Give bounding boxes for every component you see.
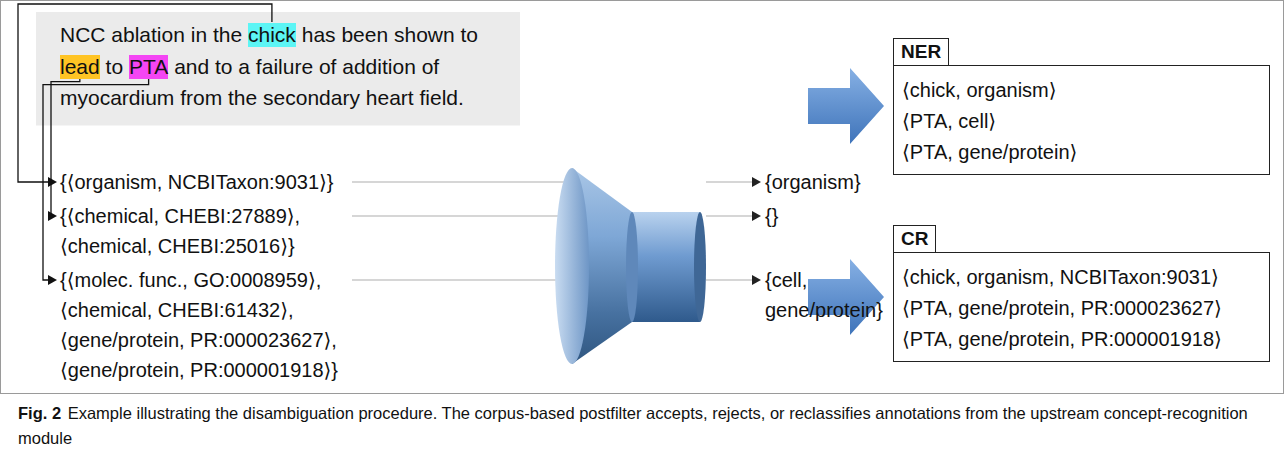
concept-set: {⟨chemical, CHEBI:27889⟩, ⟨chemical, CHE… <box>60 201 330 261</box>
box-heading: CR <box>893 225 936 253</box>
type-set: {cell, gene/protein} <box>765 265 890 325</box>
highlighted-term: chick <box>248 23 296 47</box>
sentence-background <box>36 12 520 126</box>
result-list: ⟨chick, organism, NCBITaxon:9031⟩⟨PTA, g… <box>893 252 1270 362</box>
sentence-text: has been shown to <box>302 23 478 47</box>
block-arrow <box>808 259 884 335</box>
result-entry: ⟨chick, organism, NCBITaxon:9031⟩ <box>902 262 1259 293</box>
block-arrow <box>808 68 884 144</box>
result-box: CR⟨chick, organism, NCBITaxon:9031⟩⟨PTA,… <box>893 225 1270 362</box>
sentence-box: NCC ablation in thechickhas been shown t… <box>36 12 520 126</box>
output-arrowhead <box>752 211 761 221</box>
output-line <box>706 181 752 182</box>
result-list: ⟨chick, organism⟩⟨PTA, cell⟩⟨PTA, gene/p… <box>893 65 1270 175</box>
funnel-mouth <box>555 168 589 364</box>
output-arrowhead <box>752 177 761 187</box>
output-line <box>706 215 752 216</box>
figure-frame <box>1 1 1284 394</box>
type-set: {organism} <box>765 167 861 197</box>
concept-set: {⟨organism, NCBITaxon:9031⟩} <box>60 167 334 197</box>
figure-number: Fig. 2 <box>18 404 61 422</box>
result-entry: ⟨PTA, cell⟩ <box>902 106 1259 137</box>
type-set: {} <box>765 201 778 231</box>
input-line <box>352 181 585 182</box>
funnel-ring <box>626 212 638 322</box>
input-line <box>352 215 585 216</box>
box-heading: NER <box>893 38 949 66</box>
leader-arrowhead <box>48 275 57 285</box>
output-line <box>706 279 752 280</box>
result-entry: ⟨PTA, gene/protein, PR:000023627⟩ <box>902 293 1259 324</box>
input-line <box>352 279 585 280</box>
funnel-end <box>694 212 706 322</box>
caption-block: Fig. 2Example illustrating the disambigu… <box>18 401 1270 451</box>
result-entry: ⟨PTA, gene/protein⟩ <box>902 137 1259 168</box>
leader-arrowhead <box>48 177 57 187</box>
result-entry: ⟨chick, organism⟩ <box>902 75 1259 106</box>
highlighted-term: PTA <box>129 55 168 79</box>
figure-caption: Example illustrating the disambiguation … <box>18 404 1248 447</box>
sentence-text: to <box>106 55 124 79</box>
concept-set: {⟨molec. func., GO:0008959⟩, ⟨chemical, … <box>60 265 360 385</box>
sentence-text: NCC ablation in the <box>60 23 242 47</box>
output-arrowhead <box>752 275 761 285</box>
result-entry: ⟨PTA, gene/protein, PR:000001918⟩ <box>902 324 1259 355</box>
result-box: NER⟨chick, organism⟩⟨PTA, cell⟩⟨PTA, gen… <box>893 38 1270 175</box>
leader-arrowhead <box>48 211 57 221</box>
funnel-neck <box>632 212 700 322</box>
highlighted-term: lead <box>60 55 100 79</box>
